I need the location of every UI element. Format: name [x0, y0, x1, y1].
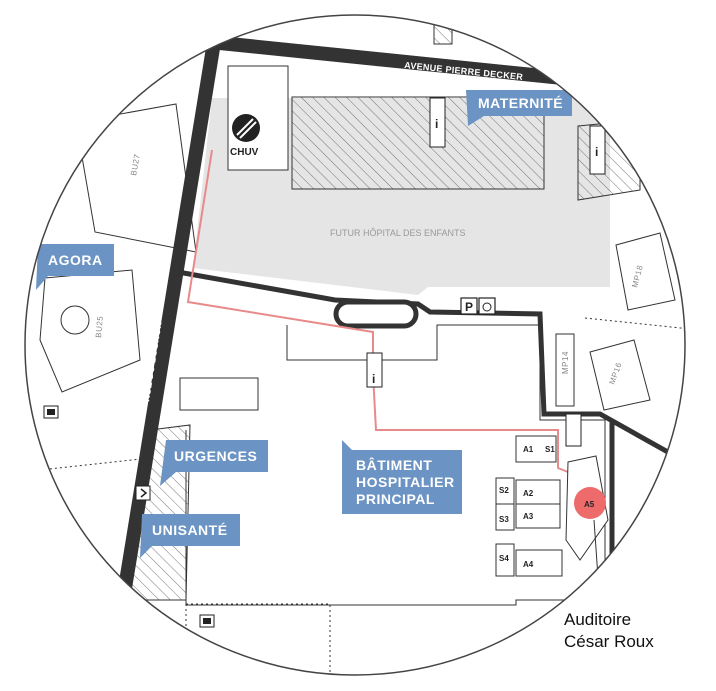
agora-callout[interactable]: AGORA [36, 244, 114, 290]
urgences-callout[interactable]: URGENCES [160, 440, 268, 486]
svg-text:HOSPITALIER: HOSPITALIER [356, 474, 455, 490]
building-bu25 [39, 269, 141, 393]
svg-text:URGENCES: URGENCES [174, 448, 257, 464]
bu25-label: BU25 [94, 315, 105, 338]
info-marker-center[interactable]: i [366, 352, 383, 388]
svg-text:i: i [435, 117, 438, 131]
vehicle-icon [199, 614, 215, 628]
room-s4: S4 [499, 554, 509, 563]
accessibility-icon [482, 302, 492, 312]
parking-sign[interactable]: P [460, 297, 496, 315]
chuv-logo-text: CHUV [230, 147, 259, 158]
room-s3: S3 [499, 515, 509, 524]
svg-text:PRINCIPAL: PRINCIPAL [356, 491, 435, 507]
batiment-callout[interactable]: BÂTIMENT HOSPITALIER PRINCIPAL [342, 440, 462, 514]
future-hospital-label: FUTUR HÔPITAL DES ENFANTS [330, 228, 466, 238]
building-mp14 [555, 333, 575, 407]
arrow-marker[interactable] [135, 485, 151, 501]
audio-marker[interactable] [565, 413, 582, 447]
dotted-path [39, 317, 685, 675]
room-s1: S1 [545, 445, 555, 454]
bu27-label: BU27 [129, 153, 142, 176]
destination-marker[interactable] [574, 487, 606, 519]
svg-text:UNISANTÉ: UNISANTÉ [152, 522, 228, 538]
svg-text:AGORA: AGORA [48, 252, 103, 268]
svg-text:P: P [465, 300, 473, 314]
chevron-right-icon [140, 488, 148, 498]
svg-text:i: i [372, 372, 375, 386]
svg-text:i: i [595, 145, 598, 159]
destination-line1: Auditoire [564, 610, 632, 629]
building-mp16 [589, 339, 651, 411]
room-a2: A2 [523, 489, 534, 498]
info-marker-maternite[interactable]: i [429, 97, 446, 148]
hatched-building-right [577, 119, 641, 201]
vehicle-icon [43, 405, 59, 419]
building-small [179, 377, 259, 411]
room-a3: A3 [523, 512, 534, 521]
room-a4: A4 [523, 560, 534, 569]
svg-text:MATERNITÉ: MATERNITÉ [478, 95, 563, 111]
auditoria-block [495, 435, 609, 577]
room-a5: A5 [584, 500, 595, 509]
svg-text:BÂTIMENT: BÂTIMENT [356, 456, 432, 473]
bu25-courtyard [60, 305, 90, 335]
destination-line2: César Roux [564, 632, 654, 651]
room-s2: S2 [499, 486, 509, 495]
maternite-callout[interactable]: MATERNITÉ [466, 90, 572, 126]
info-marker-right[interactable]: i [589, 125, 606, 175]
hatched-building-top [433, 17, 453, 45]
road-rue [103, 40, 221, 675]
room-a1: A1 [523, 445, 534, 454]
chuv-logo-icon [232, 114, 260, 142]
destination-caption: Auditoire César Roux [564, 609, 654, 653]
road-roundabout [333, 299, 419, 329]
route-path [186, 149, 599, 485]
mp14-label: MP14 [561, 351, 570, 374]
map-border [24, 14, 686, 676]
building-mp18 [615, 232, 676, 311]
unisante-callout[interactable]: UNISANTÉ [140, 514, 240, 558]
